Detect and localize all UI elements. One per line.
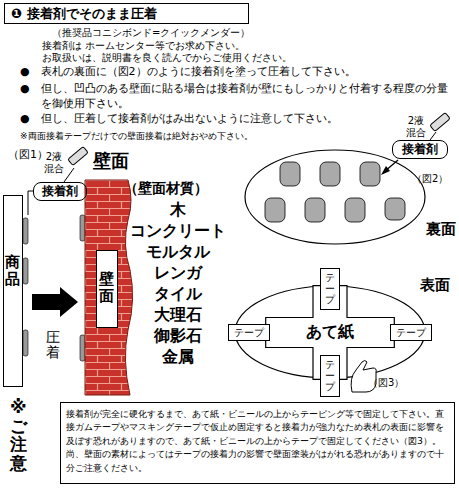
node-text: あて紙 [306,322,354,343]
material: 金属 [162,347,194,368]
note-line: お取扱いは、説明書を良く読んでからご使用ください。 [42,51,292,65]
node-text: 接着剤が完全に硬化するまで、あて紙・ビニールの上からテーピング等で固定して下さい… [66,407,449,474]
note-line: 接着剤は ホームセンター等でお求め下さい。 [42,39,245,53]
figure-number: （図2） [412,172,448,186]
side-label: 表面 [420,276,450,295]
material: レンガ [154,263,202,284]
node-text: テープ [234,326,264,340]
brick-wall [85,180,133,395]
figure-number: （図3） [368,376,404,390]
tape-box: テープ [228,324,270,341]
caution-heading: ※ご注意 [10,398,27,473]
material: コンクリート [130,221,226,242]
product-box: 商品 [3,195,23,387]
bullet-text: ● 但し、凹凸のある壁面に貼る場合は接着剤が壁にもしっかりと付着する程度の分量を… [20,82,452,112]
side-label: 裏面 [426,220,456,239]
node-text: 接着剤 [42,183,78,200]
node-text: 壁面 [99,271,114,304]
mix-label: 2液混合 [42,151,66,174]
caution-box: 接着剤が完全に硬化するまで、あて紙・ビニールの上からテーピング等で固定して下さい… [60,402,455,484]
node-text: テープ [396,326,426,340]
material: 大理石 [154,305,202,326]
node-text: 接着剤 [402,141,438,158]
tape-box: テープ [320,355,340,397]
plate-back [245,150,425,244]
tube-icon [430,113,450,140]
figure-number: （図1） [8,147,48,162]
material-heading: （壁面材質） [124,180,208,198]
adhesive-dots [23,215,85,361]
material: 御影石 [154,326,202,347]
mix-label: 2液混合 [404,115,428,138]
node-text: テープ [325,359,335,392]
press-label: 圧着 [46,330,60,361]
arrow-head [381,166,390,175]
press-arrow [32,287,78,317]
adhesive-box: 接着剤 [33,182,87,201]
note-line: （推奨品コニシボンド=クイックメンダー） [52,26,250,40]
material: タイル [154,284,202,305]
tube-icon [64,147,88,182]
node-text: ❶ 接着剤でそのまま圧着 [11,5,242,23]
node-text: テープ [325,272,335,305]
title-box: ❶ 接着剤でそのまま圧着 [4,3,249,24]
node-text: 商品 [5,254,20,287]
tape-box: テープ [320,268,340,310]
bullet-text: ● 表札の裏面に（図2）のように接着剤を塗って圧着して下さい。 [20,66,452,79]
material: モルタル [146,242,210,263]
adhesive-spots [265,162,405,222]
adhesive-box: 接着剤 [392,140,448,159]
tape-box: テープ [390,324,432,341]
warning-text: ※両面接着テープだけでの壁面接着は絶対おやめ下さい。 [20,130,253,143]
wall-heading: 壁面 [93,149,129,173]
material: 木 [170,200,186,221]
bullet-text: ● 但し、圧着して接着剤がはみ出ないように注意して下さい。 [20,113,452,126]
wall-label-box: 壁面 [96,250,118,328]
